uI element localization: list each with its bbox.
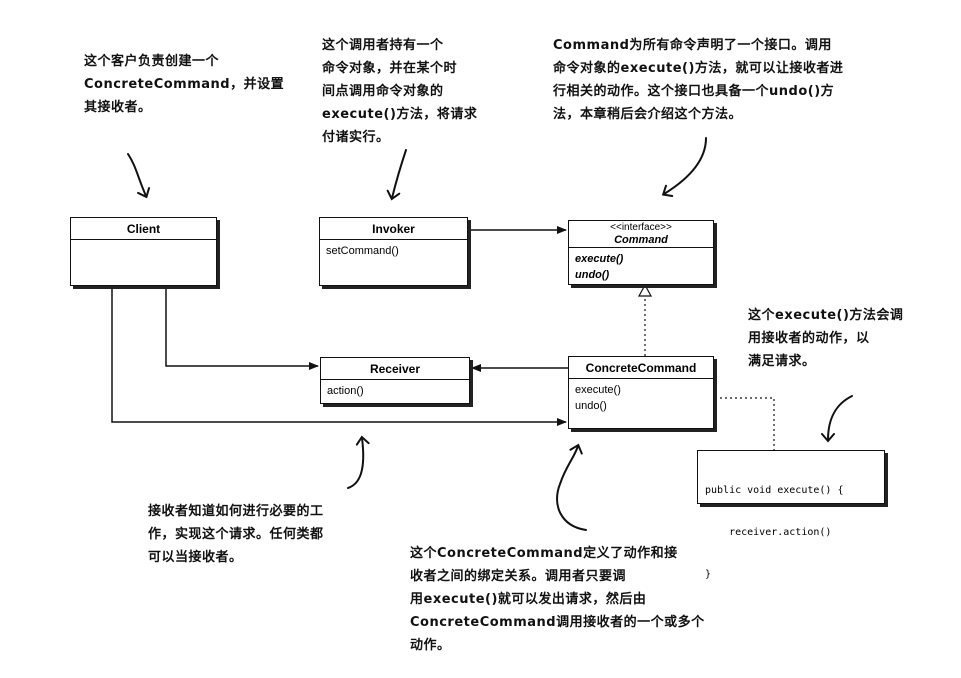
client-to-receiver-association [165, 286, 319, 370]
concretecommand-class-name: ConcreteCommand [569, 357, 713, 379]
code-line: public void execute() { [705, 485, 844, 496]
execute-code-note: public void execute() { receiver.action(… [697, 450, 885, 580]
code-line: receiver.action() [705, 527, 832, 538]
annotation-line: 作，实现这个请求。任何类都 [148, 527, 324, 542]
annotation-line: execute()方法，将请求 [322, 107, 478, 122]
command-note-arrow [661, 137, 707, 197]
invoker-method-setcommand: setCommand() [326, 245, 399, 257]
annotation-line: 这个ConcreteCommand定义了动作和接 [410, 546, 678, 561]
client-to-concretecommand-association [111, 286, 567, 426]
command-stereotype: <<interface>> [610, 222, 672, 233]
concretecommand-methods: execute() undo() [569, 379, 713, 417]
client-annotation: 这个客户负责创建一个 ConcreteCommand，并设置 其接收者。 [84, 50, 284, 119]
concretecommand-class-box: ConcreteCommand execute() undo() [568, 356, 714, 429]
invoker-class-box: Invoker setCommand() [319, 217, 468, 286]
annotation-line: 这个调用者持有一个 [322, 38, 444, 53]
client-class-box: Client [70, 217, 217, 286]
concretecommand-method-undo: undo() [575, 400, 607, 412]
annotation-line: 动作。 [410, 638, 451, 653]
annotation-line: 法，本章稍后会介绍这个方法。 [553, 107, 743, 122]
annotation-line: 其接收者。 [84, 100, 152, 115]
annotation-line: 收者之间的绑定关系。调用者只要调 [410, 569, 627, 584]
receiver-class-box: Receiver action() [320, 357, 470, 404]
invoker-note-arrow [386, 149, 407, 201]
annotation-line: Command为所有命令声明了一个接口。调用 [553, 38, 832, 53]
receiver-annotation: 接收者知道如何进行必要的工 作，实现这个请求。任何类都 可以当接收者。 [148, 500, 324, 569]
command-interface-name: Command [614, 234, 668, 246]
concretecommand-annotation: 这个ConcreteCommand定义了动作和接 收者之间的绑定关系。调用者只要… [410, 542, 705, 657]
client-class-name: Client [71, 218, 216, 240]
annotation-line: 命令对象，并在某个时 [322, 61, 458, 76]
invoker-methods: setCommand() [320, 240, 467, 262]
annotation-line: ConcreteCommand，并设置 [84, 77, 285, 92]
command-interface-header: <<interface>> Command [569, 221, 713, 248]
annotation-line: ConcreteCommand调用接收者的一个或多个 [410, 615, 705, 630]
client-note-arrow [127, 153, 151, 199]
execute-annotation: 这个execute()方法会调 用接收者的动作，以 满足请求。 [748, 304, 903, 373]
command-method-undo: undo() [575, 269, 610, 281]
realization-triangle [637, 283, 653, 297]
code-line: } [705, 569, 712, 580]
command-annotation: Command为所有命令声明了一个接口。调用 命令对象的execute()方法，… [553, 34, 843, 126]
client-class-body [71, 240, 216, 246]
receiver-class-name: Receiver [321, 358, 469, 380]
annotation-line: 这个客户负责创建一个 [84, 54, 220, 69]
annotation-line: 可以当接收者。 [148, 550, 243, 565]
command-method-execute: execute() [575, 253, 624, 265]
invoker-class-name: Invoker [320, 218, 467, 240]
annotation-line: 行相关的动作。这个接口也具备一个undo()方 [553, 84, 835, 99]
receiver-method-action: action() [327, 385, 364, 397]
receiver-methods: action() [321, 380, 469, 402]
receiver-note-arrow [347, 435, 370, 489]
command-interface-box: <<interface>> Command execute() undo() [568, 220, 714, 285]
command-methods: execute() undo() [569, 248, 713, 286]
execute-note-arrow [821, 395, 853, 443]
annotation-line: 命令对象的execute()方法，就可以让接收者进 [553, 61, 844, 76]
annotation-line: 这个execute()方法会调 [748, 308, 904, 323]
concrete-note-arrow [556, 443, 587, 531]
annotation-line: 接收者知道如何进行必要的工 [148, 504, 324, 519]
annotation-line: 用接收者的动作，以 [748, 331, 870, 346]
annotation-line: 付诸实行。 [322, 130, 390, 145]
annotation-line: 满足请求。 [748, 354, 816, 369]
annotation-line: 间点调用命令对象的 [322, 84, 444, 99]
invoker-annotation: 这个调用者持有一个 命令对象，并在某个时 间点调用命令对象的 execute()… [322, 34, 477, 149]
annotation-line: 用execute()就可以发出请求，然后由 [410, 592, 647, 607]
concretecommand-method-execute: execute() [575, 384, 621, 396]
